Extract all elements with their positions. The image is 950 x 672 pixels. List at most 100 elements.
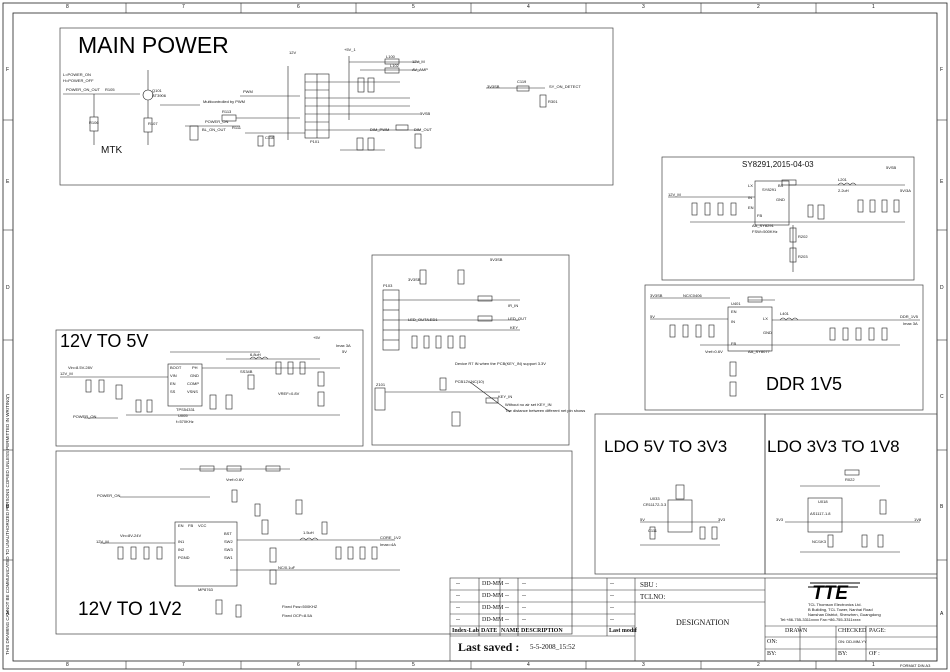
rev-row-3-last: -- — [610, 605, 614, 611]
border-bottom-col-7: 7 — [182, 662, 185, 668]
v12-to-1v2-title: 12V TO 1V2 — [78, 599, 182, 620]
main-power-frame — [59, 27, 614, 186]
ldo1-net-3v3: 3V3 — [718, 517, 726, 522]
last-saved-value: 5-5-2008_15:52 — [530, 643, 576, 651]
ddr-title: DDR 1V5 — [766, 374, 843, 394]
border-left-row-d: D — [6, 285, 10, 291]
border-bottom-col-6: 6 — [297, 662, 300, 668]
page-label: PAGE: — [869, 628, 886, 634]
net-av-amp: AV_AMP — [412, 67, 428, 72]
ddr-pin-gnd: GND — [763, 330, 772, 335]
key-ref-p102: Z101 — [376, 382, 386, 387]
format-label: FORMAT DIN A3 — [900, 663, 931, 668]
rev-row-4-desc: -- — [522, 617, 526, 623]
v5-pin-vin: VIN — [170, 373, 177, 378]
border-left-row-f: F — [6, 67, 10, 73]
sy-pin-gnd: GND — [776, 197, 785, 202]
v5-diode: SS34B — [240, 369, 253, 374]
sy8291-circuit — [668, 179, 905, 272]
net-power-on-out: POWER_ON_OUT — [66, 87, 101, 92]
ref-l100: L100 — [386, 54, 395, 59]
rev-row-2-index: -- — [456, 593, 460, 599]
sy-pin-in: IN — [748, 195, 752, 200]
border-bottom-col-3: 3 — [642, 662, 645, 668]
tte-logo: TTE — [812, 583, 849, 604]
header-last-modif: Last modif — [609, 628, 637, 634]
ddr-imax: Imax 3A — [903, 321, 918, 326]
ref-l102: L102 — [390, 63, 399, 68]
key-net-ir-in: IR_IN — [508, 303, 519, 308]
border-right-row-a: A — [940, 611, 944, 617]
net-12v-m: 12V_M — [412, 59, 425, 64]
company-line-1: TCL Thomson Electronics Ltd. — [808, 602, 862, 607]
net-bl-on-out: BL_ON_OUT — [202, 127, 226, 132]
v5-pin-boot: BOOT — [170, 365, 182, 370]
v12-pin-pgnd: PGND — [178, 555, 190, 560]
net-dim-out: DIM_OUT — [414, 127, 432, 132]
ddr-vref: Vref=0.6V — [705, 349, 723, 354]
border-right-row-c: C — [940, 394, 944, 400]
last-saved-label: Last saved : — [458, 640, 520, 654]
key-device-note: Device R7 IN when the PCB(KEY_IN) suppor… — [455, 361, 546, 366]
v5-net-plus5v: +5V — [313, 335, 321, 340]
v5-ind: 6.8uH — [250, 352, 261, 357]
v12-net-12v-m: 12V_M — [96, 539, 109, 544]
tte-logo-stripes — [808, 582, 860, 588]
ddr-net-5v: 5V — [650, 314, 655, 319]
v12-nc-cap: NC/0.1uF — [278, 565, 296, 570]
v12-pin-bst: BST — [224, 531, 232, 536]
key-net-3v3sb: 3V3SB — [408, 277, 421, 282]
ref-p101: P101 — [310, 139, 320, 144]
v5-pin-ph: PH — [192, 365, 198, 370]
v12-pin-fb: FB — [188, 523, 194, 528]
rev-row-3-desc: -- — [522, 605, 526, 611]
border-right-row-d: D — [940, 285, 944, 291]
v12-pin-sw1: SW1 — [224, 555, 233, 560]
ref-r111: R111 — [232, 125, 241, 130]
company-line-4: Tel:+86-755-3311xxxx Fax:+86-755-3311xxx… — [780, 617, 861, 622]
sy-net-5vsb: 5VSB — [886, 165, 897, 170]
sy-ref-r203: R203 — [798, 254, 808, 259]
ddr-frame — [644, 284, 924, 411]
ldo2-net-1v8: 1V8 — [914, 517, 922, 522]
v5-net-5v: 5V — [342, 349, 347, 354]
border-left-row-a: A — [6, 611, 10, 617]
rev-row-4-last: -- — [610, 617, 614, 623]
sy-pin-fb: FB — [757, 213, 763, 218]
checked-by-value: BY: — [838, 651, 848, 657]
border-top-col-4: 4 — [527, 4, 530, 10]
v12-fsw: Fixed Fsw=500KHZ — [282, 604, 318, 609]
border-bottom-col-5: 5 — [412, 662, 415, 668]
ldo1-ref-u033: U033 — [650, 496, 660, 501]
border-top-col-3: 3 — [642, 4, 645, 10]
note-power-on: L=POWER_ON — [63, 72, 91, 77]
ldo2-nc: NC/1K3 — [812, 539, 827, 544]
rev-row-2-name: -- — [505, 593, 509, 599]
sy-net-12v-m: 12V_M — [668, 192, 681, 197]
ref-r107: R107 — [148, 121, 158, 126]
ldo2-part: AS1117-1.8 — [810, 511, 831, 516]
company-line-2: B Building, TCL Tower, Nanhai Road — [808, 607, 873, 612]
net-sy-on-detect: SY_ON_DETECT — [549, 84, 581, 89]
ldo-3v3-1v8-frame — [764, 413, 938, 575]
rev-row-2-last: -- — [610, 593, 614, 599]
v5-vref: VREF=0.8V — [278, 391, 300, 396]
v12-pin-en: EN — [178, 523, 184, 528]
tclno-label: TCLNO: — [640, 593, 666, 601]
v5-pin-en: EN — [170, 381, 176, 386]
key-circuit — [374, 269, 520, 427]
key-net-key-in: KEY_IN — [498, 394, 513, 399]
sy-pin-lx: LX — [748, 183, 753, 188]
border-right-row-f: F — [940, 67, 944, 73]
rev-row-3-date: DD-MM — [482, 605, 504, 611]
v12-net-power-on: POWER_ON — [97, 493, 121, 498]
ref-r113: R113 — [222, 109, 232, 114]
header-description: DESCRIPTION — [521, 628, 563, 634]
rev-row-1-last: -- — [610, 581, 614, 587]
v12-pin-vcc: VCC — [198, 523, 207, 528]
ldo-3v3-1v8-title: LDO 3V3 TO 1V8 — [767, 437, 900, 456]
v5-pin-vsns: VSNS — [187, 389, 198, 394]
border-left-row-c: C — [6, 394, 10, 400]
sy-pin-bs: BS — [778, 183, 784, 188]
main-power-circuit — [63, 56, 547, 151]
